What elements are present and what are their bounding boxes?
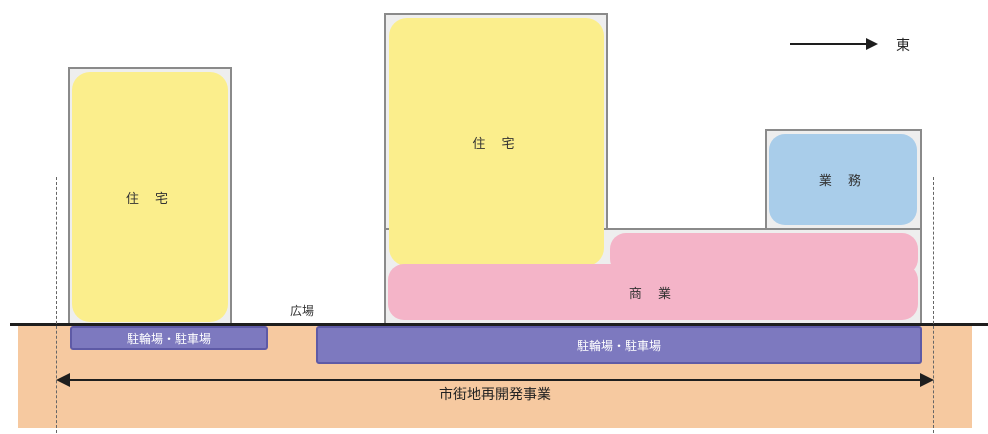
left-residential-block: 住 宅 bbox=[72, 72, 228, 322]
right-boundary-line bbox=[933, 177, 934, 433]
left-parking-block: 駐輪場・駐車場 bbox=[70, 326, 268, 350]
center-residential-block: 住 宅 bbox=[389, 18, 604, 266]
arrow-left-icon bbox=[56, 373, 70, 387]
arrow-right-icon bbox=[920, 373, 934, 387]
left-residential-label: 住 宅 bbox=[125, 191, 175, 207]
office-block: 業 務 bbox=[769, 134, 917, 225]
east-label: 東 bbox=[896, 38, 910, 54]
east-arrow-line bbox=[790, 43, 868, 45]
center-residential-label: 住 宅 bbox=[472, 136, 521, 152]
commercial-block: 商 業 bbox=[388, 264, 918, 320]
project-extent-line bbox=[68, 379, 920, 381]
left-parking-label: 駐輪場・駐車場 bbox=[126, 331, 211, 346]
left-boundary-line bbox=[56, 177, 57, 433]
main-parking-label: 駐輪場・駐車場 bbox=[576, 338, 661, 353]
ground-line bbox=[10, 323, 988, 326]
commercial-label: 商 業 bbox=[628, 286, 678, 302]
east-arrow-icon bbox=[866, 38, 878, 50]
plaza-label: 広場 bbox=[290, 304, 315, 318]
main-parking-block: 駐輪場・駐車場 bbox=[316, 326, 922, 364]
office-label: 業 務 bbox=[818, 174, 868, 189]
project-label: 市街地再開発事業 bbox=[439, 387, 551, 403]
